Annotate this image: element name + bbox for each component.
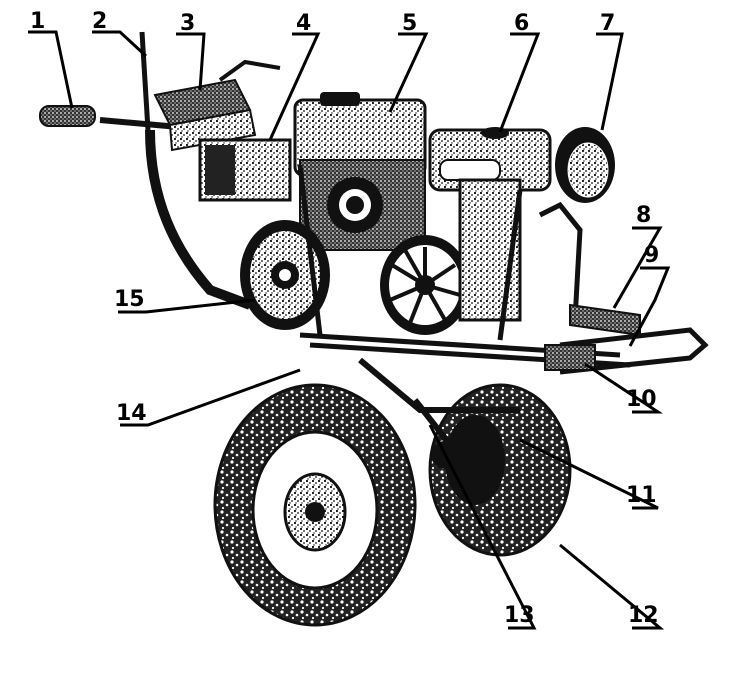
front-wheel <box>213 383 417 627</box>
callout-15: 15 <box>114 287 145 312</box>
callout-12: 12 <box>628 603 659 628</box>
callout-7: 7 <box>600 11 615 36</box>
headlight-icon <box>555 127 615 203</box>
callout-6: 6 <box>514 11 529 36</box>
callout-8: 8 <box>636 203 651 228</box>
rear-hitch <box>544 303 709 375</box>
handlebar <box>39 31 252 310</box>
callout-2: 2 <box>92 9 107 34</box>
callout-14: 14 <box>116 401 147 426</box>
callout-3: 3 <box>180 11 195 36</box>
engine-block <box>293 92 427 251</box>
callout-5: 5 <box>402 11 417 36</box>
cooling-fan <box>380 235 470 335</box>
small-tank <box>198 138 292 202</box>
callout-10: 10 <box>626 387 657 412</box>
control-box <box>153 59 281 152</box>
machine-illustration <box>39 31 709 627</box>
callout-9: 9 <box>644 243 659 268</box>
callout-11: 11 <box>626 483 657 508</box>
callout-1: 1 <box>30 9 45 34</box>
handle-grip-icon <box>39 105 96 127</box>
callout-4: 4 <box>296 11 311 36</box>
callout-13: 13 <box>504 603 535 628</box>
leader-lines <box>28 30 671 630</box>
callout-numbers: 1 2 3 4 5 6 7 8 9 10 11 12 13 14 15 <box>30 9 659 628</box>
